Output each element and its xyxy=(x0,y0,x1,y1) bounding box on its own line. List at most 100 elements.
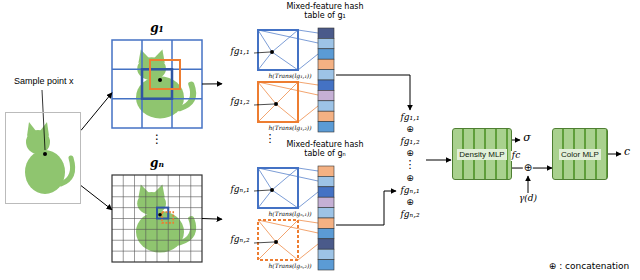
hash-line xyxy=(258,30,318,43)
figure-label: ⋮ xyxy=(264,133,277,145)
hash-cell xyxy=(318,218,334,228)
flow-arrows xyxy=(607,154,621,155)
fine-grid xyxy=(112,175,202,262)
flow-arrows xyxy=(426,160,451,161)
zoom-cell xyxy=(258,30,298,70)
connector-arrow xyxy=(202,83,222,84)
image-panel: Sample point x xyxy=(5,112,81,204)
cat-image xyxy=(25,90,73,194)
node-text: Color MLP xyxy=(559,149,601,160)
interp-line xyxy=(258,168,272,190)
leader-line xyxy=(254,104,274,105)
node-text: g₁ xyxy=(112,22,202,35)
interp-line xyxy=(258,190,272,208)
node-text: Mixed-feature hash table of g₁ xyxy=(280,2,370,20)
connector-arrow xyxy=(202,218,222,220)
hash-cell xyxy=(318,80,334,90)
hash-cell xyxy=(318,28,334,38)
figure-label: h(Trans(lg₁,₁)) xyxy=(267,73,312,80)
interp-line xyxy=(258,242,276,260)
grid-line xyxy=(112,229,202,230)
coarse-grid xyxy=(142,69,172,98)
mlp-block: Color MLP xyxy=(552,128,608,180)
hash-line xyxy=(258,82,318,95)
hash-cell xyxy=(318,70,334,80)
node-text: Density MLP xyxy=(457,149,506,160)
coarse-grid xyxy=(112,40,202,128)
hash-line xyxy=(298,220,318,223)
figure-label: h(Trans(lg₁,₂)) xyxy=(267,125,312,132)
hash-cell xyxy=(318,208,334,218)
figure-label: fgₙ,₁ xyxy=(229,185,250,195)
fine-grid xyxy=(112,175,202,262)
figure-label: ⊕ xyxy=(523,162,533,173)
connector-arrow xyxy=(81,93,112,131)
hash-line xyxy=(298,168,318,171)
interp-line xyxy=(276,242,298,260)
cat-image xyxy=(42,90,45,150)
interp-line xyxy=(276,82,298,104)
flow-arrows xyxy=(336,191,396,225)
coarse-grid xyxy=(112,40,202,128)
hash-cell xyxy=(318,38,334,48)
leader-line xyxy=(254,52,270,53)
hash-cell xyxy=(318,228,334,238)
hash-table: Mixed-feature hash table of g₁ xyxy=(222,2,370,134)
figure-label: ⋮ xyxy=(150,133,164,146)
node-text: Mixed-feature hash table of gₙ xyxy=(280,140,370,158)
zoom-cell xyxy=(258,168,298,208)
figure-label: fg₁,₂ xyxy=(229,97,250,107)
grid-line xyxy=(112,251,202,252)
hash-line xyxy=(258,220,318,233)
hash-cell xyxy=(318,166,334,176)
hash-line xyxy=(298,54,318,70)
cat-image xyxy=(43,152,47,156)
leader-line xyxy=(254,242,274,243)
flow-arrows xyxy=(528,176,529,193)
figure-label: fgₙ,₂ xyxy=(399,210,420,220)
figure-label: ⋮ xyxy=(404,159,417,171)
hash-cell xyxy=(318,176,334,186)
hash-line xyxy=(298,30,318,33)
zoom-cell xyxy=(258,82,298,122)
interp-line xyxy=(258,104,276,122)
sample-dot xyxy=(274,102,278,106)
figure-label: h(Trans(lgₙ,₁)) xyxy=(267,211,312,218)
leader-line xyxy=(254,190,270,191)
zoom-cell xyxy=(258,220,298,260)
figure-label: fgₙ,₁ xyxy=(399,186,420,196)
hash-line xyxy=(298,82,318,85)
fine-grid xyxy=(158,213,162,217)
coarse-grid xyxy=(158,78,162,82)
figure-label: fgₙ,₂ xyxy=(229,235,250,245)
figure-label: h(Trans(lgₙ,₂)) xyxy=(267,263,312,270)
coarse-grid xyxy=(136,50,193,119)
interp-line xyxy=(272,190,298,208)
interp-line xyxy=(272,52,298,70)
figure-label: ⊕ xyxy=(405,174,415,184)
fine-grid xyxy=(112,175,202,262)
sample-dot xyxy=(270,50,274,54)
figure-label: ⊕ xyxy=(405,149,415,159)
interp-line xyxy=(258,52,272,70)
coarse-grid xyxy=(150,60,180,89)
grid-line xyxy=(179,175,180,262)
interp-line xyxy=(276,104,298,122)
hash-cell xyxy=(318,122,334,132)
hash-table: Mixed-feature hash table of gₙ xyxy=(222,140,370,272)
hash-cell xyxy=(318,239,334,249)
figure-label: ⊕ xyxy=(405,125,415,135)
interp-line xyxy=(272,168,298,190)
hash-cell xyxy=(318,197,334,207)
hash-cell xyxy=(318,260,334,270)
hash-cell xyxy=(318,49,334,59)
hash-line xyxy=(298,244,318,260)
figure-label: fc xyxy=(511,151,521,161)
figure-label: γ(d) xyxy=(518,194,538,204)
figure-label: σ xyxy=(522,132,532,144)
hash-cell xyxy=(318,249,334,259)
sample-dot xyxy=(270,188,274,192)
coarse-grid xyxy=(112,40,202,128)
grid-level: gₙ xyxy=(112,175,202,262)
